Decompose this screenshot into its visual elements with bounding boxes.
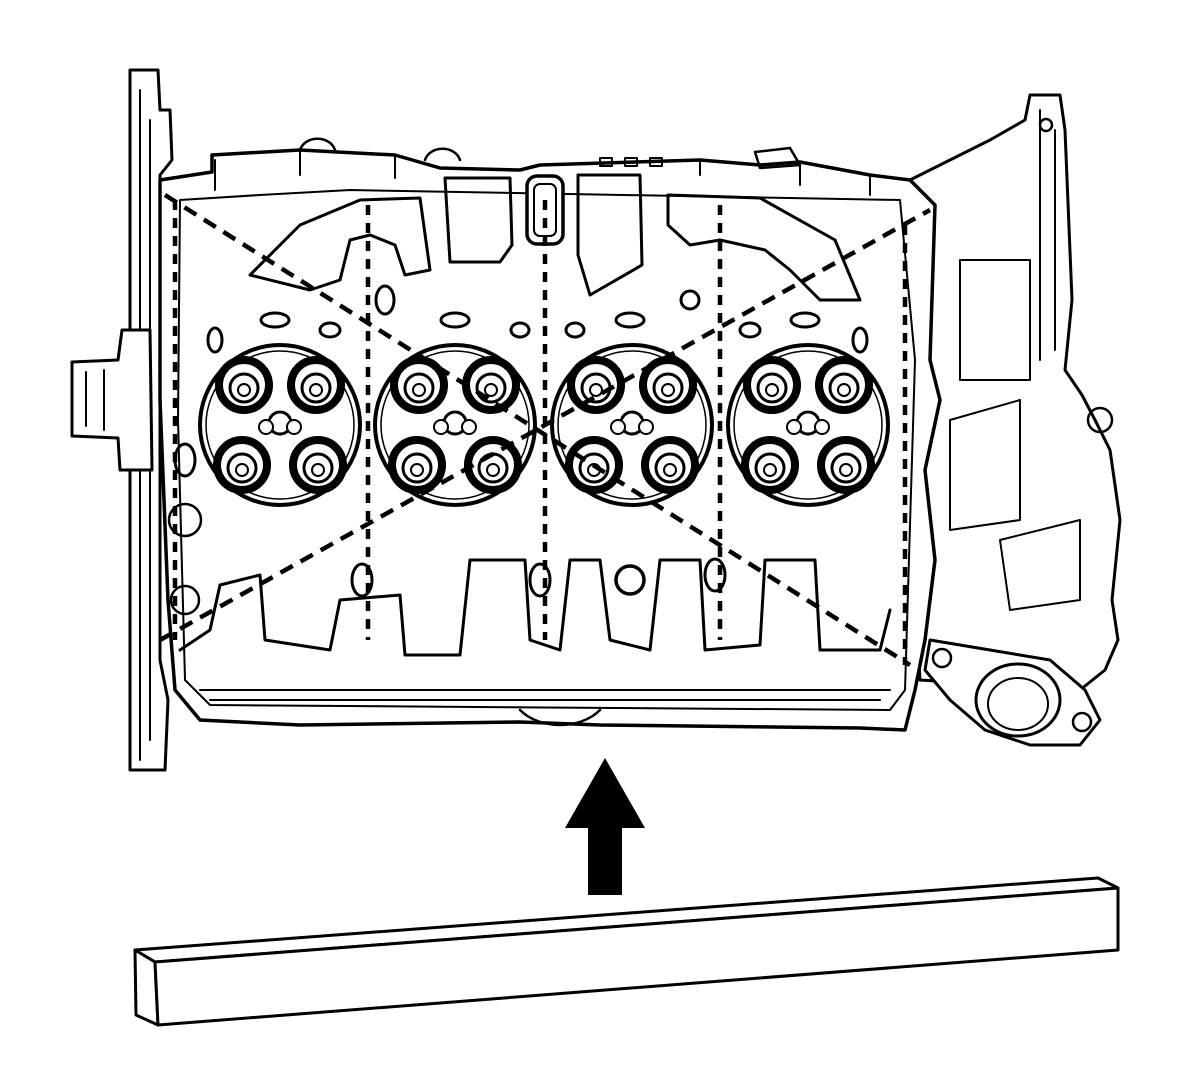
valve-seat	[743, 356, 801, 414]
valve-seat	[215, 356, 273, 414]
valve-seat	[815, 356, 873, 414]
combustion-chamber-icon	[373, 343, 537, 507]
coolant-passage-left	[248, 196, 432, 292]
coolant-passage-right	[666, 193, 862, 302]
combustion-chamber-icon	[726, 343, 890, 507]
gasket-deck-surface	[158, 148, 942, 732]
valve-seat	[287, 356, 345, 414]
valve-seat	[464, 436, 522, 494]
valve-seat	[388, 436, 446, 494]
valve-seat	[462, 356, 520, 414]
lower-rib	[178, 558, 892, 657]
valve-seat	[289, 436, 347, 494]
valve-seat	[641, 436, 699, 494]
exhaust-flange	[923, 638, 1102, 747]
right-end-housing	[888, 93, 1122, 692]
cylinder-head-icon	[70, 68, 1122, 772]
valve-seat	[213, 436, 271, 494]
coolant-passage-center-left	[443, 176, 514, 264]
check-lines	[158, 193, 932, 667]
valve-seat	[741, 436, 799, 494]
direction-arrow-icon	[565, 758, 645, 895]
check-line-diagonal-1	[163, 193, 912, 667]
valve-seat	[817, 436, 875, 494]
left-side-boss	[70, 328, 154, 472]
valve-seat	[567, 356, 625, 414]
coolant-passage-center-right	[576, 173, 644, 297]
check-line-diagonal-2	[158, 208, 932, 642]
straight-edge-icon	[133, 876, 1120, 1027]
combustion-chambers	[198, 343, 890, 507]
combustion-chamber-icon	[550, 343, 714, 507]
bolt-holes	[173, 284, 869, 598]
valve-seat	[390, 356, 448, 414]
valve-seat	[639, 356, 697, 414]
combustion-chamber-icon	[198, 343, 362, 507]
